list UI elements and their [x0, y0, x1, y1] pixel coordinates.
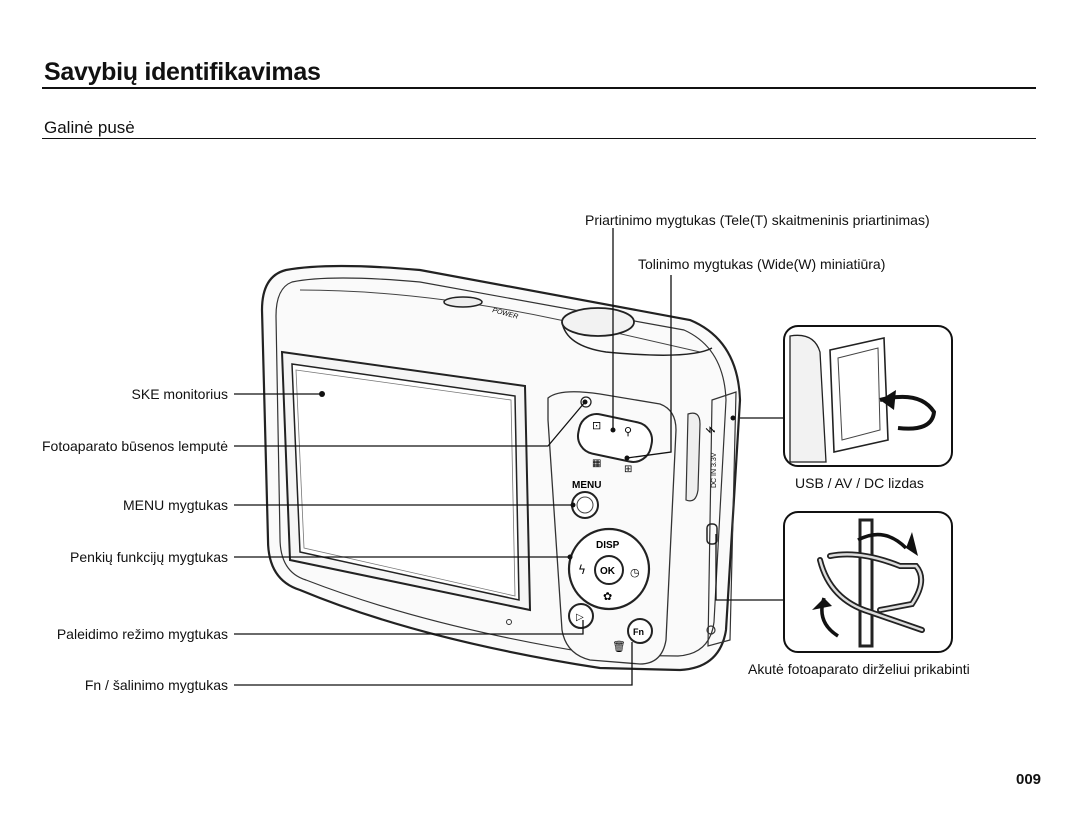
thumbnail-icon: ⊞	[624, 464, 632, 475]
usb-leader-dot	[730, 415, 736, 421]
label-monitor: SKE monitorius	[131, 386, 228, 402]
usb-inset-door	[829, 337, 889, 453]
subtitle-rule	[42, 138, 1036, 139]
trash-icon: 🗑	[612, 640, 626, 653]
open-arrow-icon	[879, 395, 937, 431]
section-subtitle: Galinė pusė	[44, 118, 135, 137]
macro-icon: ✿	[603, 590, 612, 603]
strap-inset-frame	[783, 511, 953, 653]
label-strap-eyelet: Akutė fotoaparato dirželiui prikabinti	[748, 661, 970, 677]
rotate-arrowhead-bottom-icon	[812, 598, 832, 610]
dc-in-marking: DC IN 3.3V	[711, 452, 718, 488]
fn-marking: Fn	[633, 627, 644, 637]
play-icon: ▷	[576, 612, 584, 623]
disp-marking: DISP	[596, 540, 620, 551]
usb-inset-door-inner	[837, 347, 881, 441]
lamp-leader-dot	[582, 399, 588, 405]
playback-button	[568, 603, 594, 629]
label-menu-button: MENU mygtukas	[122, 497, 228, 513]
wide-icon: ▦	[592, 458, 601, 469]
monitor-leader-dot	[319, 391, 325, 397]
usb-symbol-icon: ⭍	[705, 426, 717, 434]
wide-leader-dot	[624, 455, 630, 461]
ok-button	[594, 555, 624, 585]
shutter-button	[561, 307, 635, 337]
strap-inset-body	[858, 518, 874, 648]
bottom-screw	[506, 619, 512, 625]
leader-lines	[234, 228, 784, 686]
rotate-arrow-top-icon	[857, 532, 908, 550]
rotate-arrowhead-top-icon	[906, 532, 918, 556]
strap-eyelet	[706, 523, 718, 545]
usb-inset-body	[789, 334, 827, 463]
ok-marking: OK	[600, 566, 616, 577]
menu-button-inner	[576, 496, 594, 514]
label-status-lamp: Fotoaparato būsenos lemputė	[41, 438, 228, 454]
zoom-rocker	[576, 413, 654, 463]
body-screw	[706, 625, 716, 635]
top-bevel	[299, 289, 701, 353]
label-playback: Paleidimo režimo mygtukas	[56, 626, 228, 642]
label-wide-button: Tolinimo mygtukas (Wide(W) miniatiūra)	[638, 256, 886, 272]
flash-icon: ϟ	[578, 563, 586, 577]
label-tele-button: Priartinimo mygtukas (Tele(T) skaitmenin…	[585, 212, 930, 228]
power-button	[443, 296, 483, 308]
page-number: 009	[1016, 771, 1042, 788]
tele-icon: ⊡	[592, 419, 601, 432]
open-arrowhead-icon	[880, 390, 896, 410]
timer-icon: ◷	[630, 566, 640, 579]
label-fn-delete: Fn / šalinimo mygtukas	[84, 677, 228, 693]
magnifier-icon: ⚲	[624, 425, 632, 438]
page-title: Savybių identifikavimas	[44, 58, 321, 86]
strap-loop-inner	[818, 553, 924, 632]
screen-inner-edge	[295, 369, 516, 597]
tele-leader-dot	[610, 427, 616, 433]
lcd-monitor	[291, 363, 520, 601]
side-grip	[685, 412, 701, 502]
menu-button	[571, 491, 599, 519]
menu-marking: MENU	[572, 480, 601, 491]
pad-leader-dot	[567, 554, 573, 560]
label-usb-port: USB / AV / DC lizdas	[795, 475, 924, 491]
label-five-function: Penkių funkcijų mygtukas	[70, 549, 228, 565]
menu-leader-dot	[570, 502, 576, 508]
fn-button	[627, 618, 653, 644]
side-door	[707, 391, 737, 647]
title-rule	[42, 87, 1036, 89]
